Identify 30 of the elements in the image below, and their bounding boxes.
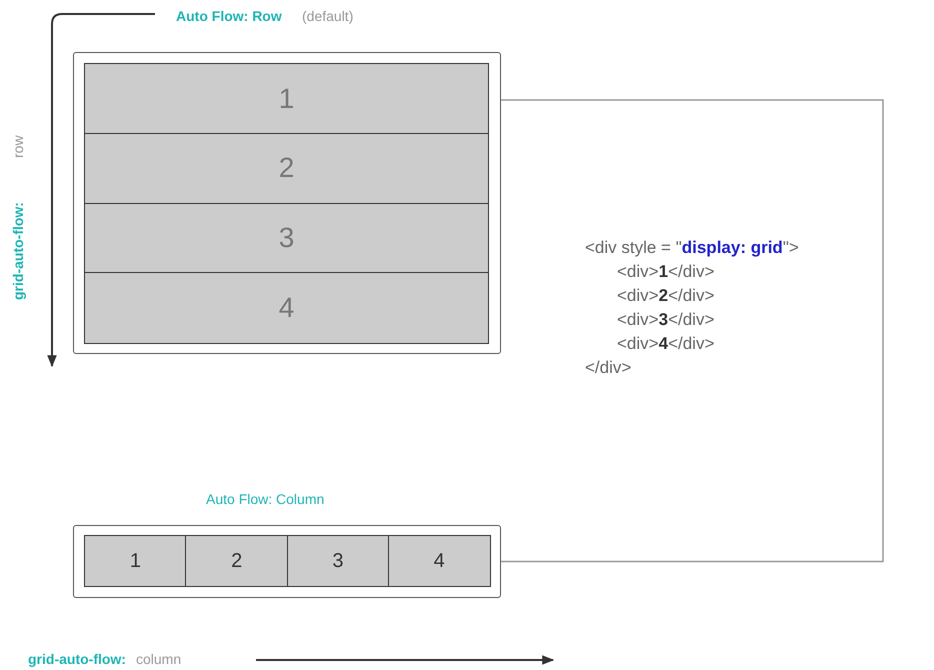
property-value: column [136, 651, 182, 667]
code-line: <div style = "display: grid"> [585, 237, 799, 259]
item-number: 2 [231, 550, 242, 572]
grid-item [84, 63, 489, 134]
item-number: 3 [278, 222, 294, 254]
grid-item [84, 202, 489, 274]
grid-item [84, 132, 489, 204]
item-number: 2 [278, 152, 294, 184]
property-value: row [10, 135, 26, 158]
item-number: 4 [434, 550, 445, 572]
code-line: <div>2</div> [616, 285, 714, 307]
code-line: <div>1</div> [616, 261, 714, 283]
grid-item [286, 535, 390, 587]
grid-item [84, 272, 489, 344]
grid-item [185, 535, 288, 587]
grid-item [84, 535, 187, 587]
property-name: grid-auto-flow: [28, 651, 126, 667]
item-number: 4 [278, 292, 294, 324]
code-line: <div>3</div> [616, 309, 714, 331]
item-number: 3 [332, 550, 344, 572]
heading-note: (default) [302, 8, 354, 24]
item-number: 1 [278, 82, 294, 115]
item-number: 1 [130, 550, 141, 572]
property-name: grid-auto-flow: [10, 202, 26, 300]
code-line: </div> [585, 357, 632, 379]
grid-item [388, 535, 490, 587]
code-line: <div>4</div> [616, 333, 714, 355]
connector-line [501, 99, 884, 562]
container-heading: Auto Flow: Row [176, 8, 282, 24]
container-heading: Auto Flow: Column [206, 491, 324, 507]
